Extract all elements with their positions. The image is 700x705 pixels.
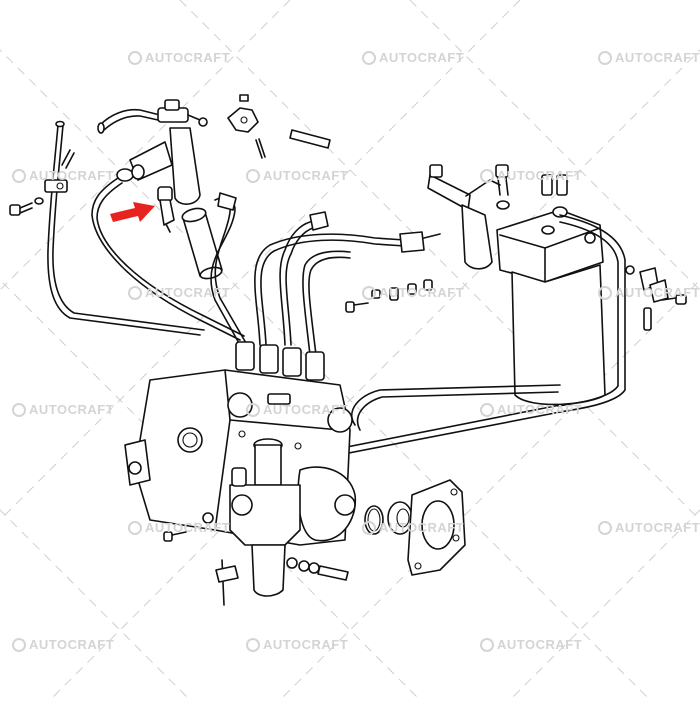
injector-sleeve bbox=[181, 207, 223, 280]
injector-2 bbox=[427, 164, 510, 270]
injector-nozzle bbox=[157, 186, 175, 233]
clamp-bracket bbox=[227, 94, 266, 159]
delivery-valve-holders bbox=[235, 341, 325, 381]
fasteners-mid bbox=[345, 279, 433, 313]
return-pipe bbox=[91, 177, 241, 341]
o-ring bbox=[364, 505, 384, 535]
drive-gear bbox=[387, 501, 413, 535]
pipe-clips bbox=[625, 265, 687, 331]
fasteners-bottom bbox=[163, 512, 349, 581]
high-pressure-pipes bbox=[210, 192, 441, 356]
mounting-flange bbox=[407, 479, 466, 576]
stud bbox=[289, 129, 331, 149]
highlight-arrow bbox=[110, 202, 155, 222]
leak-off-pipe bbox=[44, 120, 205, 336]
injector-1 bbox=[97, 99, 208, 205]
bolt-left bbox=[9, 197, 44, 216]
fuel-filter bbox=[496, 174, 626, 413]
lift-pump bbox=[215, 438, 301, 606]
feed-pipe bbox=[351, 384, 561, 426]
